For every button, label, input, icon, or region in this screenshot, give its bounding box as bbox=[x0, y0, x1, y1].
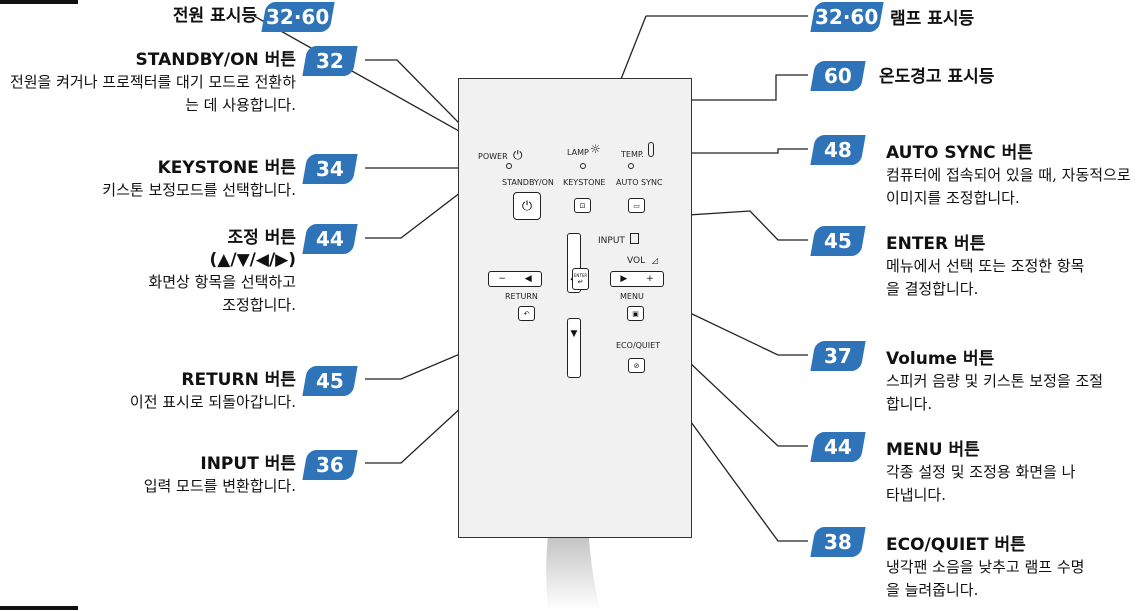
auto-sync-button[interactable]: ▭ bbox=[628, 198, 645, 213]
lamp-led bbox=[580, 163, 586, 169]
standby-title: STANDBY/ON 버튼 bbox=[135, 50, 296, 70]
keystone-desc: 키스톤 보정모드를 선택합니다. bbox=[102, 181, 296, 199]
menu-callout: MENU 버튼 각종 설정 및 조정용 화면을 나타냅니다. bbox=[886, 439, 1136, 507]
enter-icon: ↵ bbox=[577, 277, 584, 286]
menu-button[interactable]: ▣ bbox=[627, 306, 644, 321]
lamp-badge: 32·60 bbox=[810, 2, 884, 32]
thermometer-icon bbox=[648, 142, 654, 157]
lamp-title: 램프 표시등 bbox=[890, 9, 975, 29]
menu-icon: ▣ bbox=[632, 309, 639, 318]
menu-label: MENU bbox=[620, 292, 644, 301]
keystone-callout: KEYSTONE 버튼 키스톤 보정모드를 선택합니다. bbox=[0, 157, 296, 202]
standby-badge: 32 bbox=[302, 46, 358, 76]
keystone-button-label: KEYSTONE bbox=[563, 178, 606, 187]
volume-title: Volume 버튼 bbox=[886, 349, 995, 369]
keystone-icon: ⊡ bbox=[579, 201, 586, 210]
enter-button[interactable]: ENTER ↵ bbox=[572, 268, 589, 290]
eco-icon: ⊘ bbox=[633, 361, 640, 370]
temp-led bbox=[628, 163, 634, 169]
keystone-title: KEYSTONE 버튼 bbox=[157, 158, 296, 178]
volume-desc: 스피커 음량 및 키스톤 보정을 조절합니다. bbox=[886, 372, 1104, 413]
power-indicator-callout: 전원 표시등 bbox=[37, 5, 257, 27]
standby-on-button[interactable]: ⏻ bbox=[513, 192, 541, 220]
triangle-down-icon: ▼ bbox=[570, 329, 578, 339]
temp-title: 온도경고 표시등 bbox=[879, 67, 995, 87]
lamp-icon: ☼ bbox=[590, 142, 601, 156]
temp-callout: 온도경고 표시등 bbox=[879, 66, 994, 88]
vol-label: VOL bbox=[627, 256, 646, 266]
keystone-badge: 34 bbox=[302, 154, 358, 184]
return-icon: ↶ bbox=[523, 309, 530, 318]
power-led bbox=[506, 163, 512, 169]
eco-title: ECO/QUIET 버튼 bbox=[886, 535, 1026, 555]
power-icon: ⏻ bbox=[513, 148, 523, 162]
return-label: RETURN bbox=[505, 292, 538, 301]
autosync-badge: 48 bbox=[810, 135, 866, 165]
right-plus-button[interactable]: ▶ + bbox=[610, 271, 664, 287]
triangle-right-icon: ▶ bbox=[620, 274, 628, 284]
volume-icon: ◿ bbox=[652, 256, 659, 265]
plus-label: + bbox=[646, 274, 654, 284]
bottom-left-bar bbox=[0, 606, 78, 610]
adjustment-subtitle: (▲/▼/◀/▶) bbox=[209, 250, 296, 270]
autosync-title: AUTO SYNC 버튼 bbox=[886, 143, 1033, 163]
volume-callout: Volume 버튼 스피커 음량 및 키스톤 보정을 조절합니다. bbox=[886, 348, 1136, 416]
menu-title: MENU 버튼 bbox=[886, 440, 980, 460]
standby-desc: 전원을 켜거나 프로젝터를 대기 모드로 전환하는 데 사용합니다. bbox=[9, 73, 296, 114]
adjustment-badge: 44 bbox=[302, 224, 358, 254]
standby-button-label: STANDBY/ON bbox=[502, 178, 554, 187]
volume-badge: 37 bbox=[810, 341, 866, 371]
eco-quiet-button[interactable]: ⊘ bbox=[628, 358, 645, 373]
eco-label: ECO/QUIET bbox=[616, 341, 661, 350]
eco-badge: 38 bbox=[810, 527, 866, 557]
power-icon: ⏻ bbox=[521, 198, 533, 214]
temp-indicator-label: TEMP. bbox=[621, 150, 644, 159]
return-badge: 45 bbox=[302, 366, 358, 396]
input-label: INPUT bbox=[598, 236, 625, 246]
left-minus-button[interactable]: − ◀ bbox=[488, 271, 542, 287]
enter-title: ENTER 버튼 bbox=[886, 234, 986, 254]
enter-label: ENTER bbox=[573, 272, 588, 278]
temp-badge: 60 bbox=[810, 61, 866, 91]
menu-desc: 각종 설정 및 조정용 화면을 나타냅니다. bbox=[886, 463, 1076, 504]
input-icon bbox=[630, 233, 639, 244]
keystone-button[interactable]: ⊡ bbox=[574, 198, 591, 213]
return-title: RETURN 버튼 bbox=[181, 370, 296, 390]
eco-desc: 냉각팬 소음을 낮추고 램프 수명을 늘려줍니다. bbox=[886, 558, 1085, 599]
auto-sync-icon: ▭ bbox=[633, 201, 640, 210]
control-panel bbox=[458, 78, 692, 538]
return-callout: RETURN 버튼 이전 표시로 되돌아갑니다. bbox=[0, 369, 296, 414]
enter-badge: 45 bbox=[810, 226, 866, 256]
input-badge: 36 bbox=[302, 450, 358, 480]
power-indicator-title: 전원 표시등 bbox=[172, 6, 257, 26]
standby-callout: STANDBY/ON 버튼 전원을 켜거나 프로젝터를 대기 모드로 전환하는 … bbox=[0, 49, 296, 117]
triangle-left-icon: ◀ bbox=[524, 274, 532, 284]
adjustment-title: 조정 버튼 bbox=[227, 228, 296, 248]
autosync-desc: 컴퓨터에 접속되어 있을 때, 자동적으로 이미지를 조정합니다. bbox=[886, 166, 1131, 207]
autosync-callout: AUTO SYNC 버튼 컴퓨터에 접속되어 있을 때, 자동적으로 이미지를 … bbox=[886, 142, 1136, 210]
top-left-bar bbox=[0, 0, 78, 4]
input-desc: 입력 모드를 변환합니다. bbox=[143, 477, 296, 495]
enter-desc: 메뉴에서 선택 또는 조정한 항목을 결정합니다. bbox=[886, 257, 1085, 298]
down-arrow-button[interactable]: ▼ bbox=[567, 318, 581, 378]
eco-callout: ECO/QUIET 버튼 냉각팬 소음을 낮추고 램프 수명을 늘려줍니다. bbox=[886, 534, 1136, 602]
menu-badge: 44 bbox=[810, 432, 866, 462]
adjustment-callout: 조정 버튼 (▲/▼/◀/▶) 화면상 항목을 선택하고 조정합니다. bbox=[0, 227, 296, 317]
power-indicator-badge: 32·60 bbox=[261, 2, 335, 32]
lamp-callout: 램프 표시등 bbox=[890, 8, 974, 30]
minus-label: − bbox=[498, 274, 506, 284]
lamp-indicator-label: LAMP bbox=[567, 148, 589, 157]
enter-callout: ENTER 버튼 메뉴에서 선택 또는 조정한 항목을 결정합니다. bbox=[886, 233, 1136, 301]
input-title: INPUT 버튼 bbox=[200, 454, 296, 474]
input-callout: INPUT 버튼 입력 모드를 변환합니다. bbox=[0, 453, 296, 498]
power-indicator-label: POWER bbox=[478, 152, 508, 161]
autosync-button-label: AUTO SYNC bbox=[616, 178, 663, 187]
adjustment-desc: 화면상 항목을 선택하고 조정합니다. bbox=[148, 273, 296, 314]
return-button[interactable]: ↶ bbox=[518, 306, 535, 321]
return-desc: 이전 표시로 되돌아갑니다. bbox=[129, 393, 296, 411]
